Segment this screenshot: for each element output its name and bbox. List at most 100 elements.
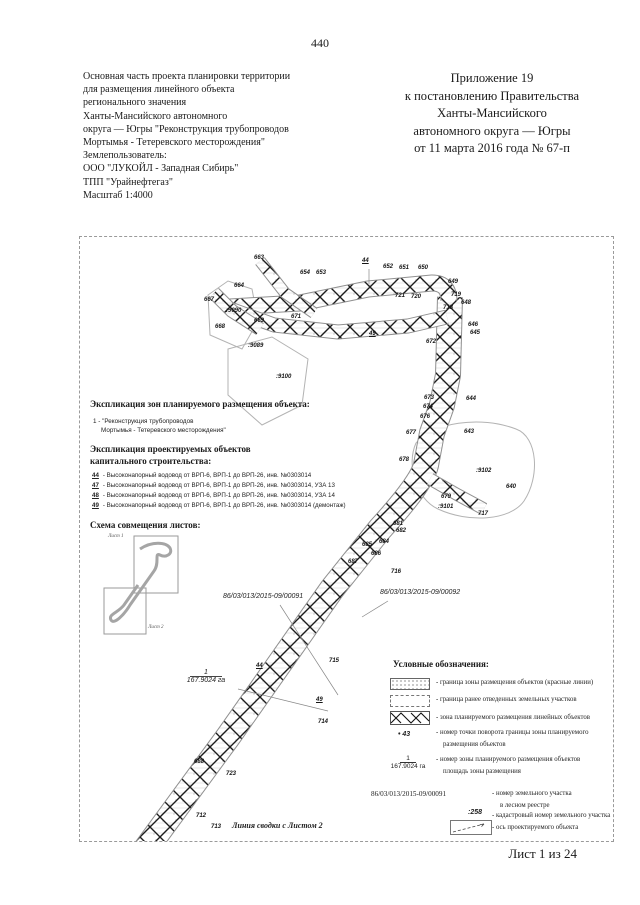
legend-item-text: - зона планируемого размещения линейных … <box>436 714 590 721</box>
text-line: Ханты-Мансийского <box>437 106 547 120</box>
text-line: автономного округа — Югры <box>413 123 571 138</box>
sheet-scheme-inset <box>103 535 179 635</box>
map-point-label: :9089 <box>248 343 264 349</box>
map-point-label: 653 <box>316 270 327 276</box>
legend-item-text: в лесном реестре <box>500 802 550 809</box>
legend-item-text: - ось проектируемого объекта <box>492 824 579 831</box>
zone-area: 167.9024 га <box>186 677 226 684</box>
map-point-label: 646 <box>468 322 479 328</box>
map-point-label: 668 <box>215 324 226 330</box>
map-point-label: 679 <box>441 494 452 500</box>
map-point-label: 667 <box>204 297 215 303</box>
legend-item-text: - номер точки поворота границы зоны план… <box>436 729 589 736</box>
parcel-number-callout: 86/03/013/2015-09/00092 <box>380 589 461 596</box>
text-line: от 11 марта 2016 года № 67-п <box>414 141 570 155</box>
map-point-label: 672 <box>426 339 437 345</box>
cadastral-number-symbol: :258 <box>468 809 483 816</box>
parcel-outline <box>227 336 309 426</box>
pipeline-map-drawing <box>103 257 535 841</box>
legend-item-text: - кадастровый номер земельного участка <box>492 812 611 819</box>
turn-point-symbol: • 43 <box>398 731 411 738</box>
object-number: 47 <box>92 482 99 489</box>
text-line: Основная часть проекта планировки террит… <box>83 71 291 82</box>
page-number: 440 <box>311 36 329 50</box>
map-point-label: 677 <box>406 430 417 436</box>
map-point-label: 686 <box>371 551 382 557</box>
zones-explication-item: Мортымья - Тетеревского месторождения" <box>101 427 226 434</box>
map-point-label: 684 <box>379 539 390 545</box>
object-item: 49- Высоконапорный водовод от ВРП-6, ВРП… <box>92 502 346 509</box>
leader-lines <box>237 269 389 712</box>
map-point-label: 719 <box>451 292 462 298</box>
map-point-label: 643 <box>464 429 475 435</box>
sheet2-label: Лист 2 <box>148 625 164 630</box>
object-text: - Высоконапорный водовод от ВРП-6, ВРП-1… <box>102 502 346 509</box>
object-axis-swatch <box>450 820 492 835</box>
map-point-label: 713 <box>211 824 222 830</box>
map-point-label: 49 <box>316 697 323 703</box>
zone-number-area-symbol: 1 167.9024 га <box>380 755 436 770</box>
legend-item-text: - номер земельного участка <box>492 790 572 797</box>
legend-zone-area: 167.9024 га <box>390 763 426 770</box>
text-line: для размещения линейного объекта <box>83 84 235 96</box>
object-item: 44- Высоконапорный водовод от ВРП-6, ВРП… <box>92 472 311 479</box>
map-point-label: 44 <box>362 258 369 264</box>
objects-explication-title: капитального строительства: <box>90 456 212 466</box>
zone-area-callout: 1 167.9024 га <box>176 669 236 684</box>
map-point-label: 663 <box>254 255 265 261</box>
text-line: Мортымья - Тетеревского месторождения" <box>83 137 265 149</box>
map-point-label: :9100 <box>276 374 292 380</box>
project-description-block: Основная часть проекта планировки террит… <box>83 70 363 202</box>
map-point-label: 673 <box>424 395 435 401</box>
map-point-label: 687 <box>348 559 359 565</box>
forest-registry-number: 86/03/013/2015-09/00091 <box>371 790 447 798</box>
object-number: 49 <box>92 502 99 509</box>
map-point-label: 652 <box>383 264 394 270</box>
text-line: Землепользователь: <box>83 150 167 162</box>
map-point-label: 644 <box>466 396 477 402</box>
sheet-join-line-label: Линия сводки с Листом 2 <box>232 821 323 830</box>
map-point-label: 721 <box>395 293 406 299</box>
object-text: - Высоконапорный водовод от ВРП-6, ВРП-1… <box>102 472 312 479</box>
sheet-scheme-title: Схема совмещения листов: <box>90 520 201 530</box>
legend-item-text: - номер зоны планируемого размещения объ… <box>436 756 581 763</box>
map-point-label: 681 <box>393 521 404 527</box>
legend-item-text: площадь зоны размещения <box>443 768 521 775</box>
map-point-label: 671 <box>291 314 302 320</box>
text-line: округа — Югры "Реконструкция трубопровод… <box>83 123 289 135</box>
map-point-label: 717 <box>478 511 489 517</box>
objects-explication-title: Экспликация проектируемых объектов <box>90 444 251 454</box>
map-point-label: 649 <box>448 279 459 285</box>
map-point-label: 49 <box>369 331 376 337</box>
zones-explication-title: Экспликация зон планируемого размещения … <box>90 399 310 409</box>
legend-item-text: - граница ранее отведенных земельных уча… <box>436 696 577 703</box>
sheet-number-footer: Лист 1 из 24 <box>508 846 577 861</box>
allotted-parcels-boundary-swatch <box>390 695 430 707</box>
map-point-label: 674 <box>423 404 434 410</box>
text-line: регионального значения <box>83 97 187 109</box>
map-point-label: 718 <box>443 305 454 311</box>
map-point-label: 712 <box>196 813 207 819</box>
map-point-label: 650 <box>418 265 429 271</box>
text-line: Приложение 19 <box>450 71 534 85</box>
text-line: Ханты-Мансийского автономного <box>83 110 228 122</box>
map-point-label: 648 <box>461 300 472 306</box>
map-point-label: :9090 <box>226 308 242 314</box>
map-point-label: 715 <box>329 658 340 664</box>
object-text: - Высоконапорный водовод от ВРП-6, ВРП-1… <box>102 492 335 499</box>
sheet1-label: Лист 1 <box>108 534 124 539</box>
legend-title: Условные обозначения: <box>393 659 489 669</box>
text-line: к постановлению Правительства <box>404 88 580 103</box>
map-point-label: 720 <box>411 294 422 300</box>
map-point-label: 714 <box>318 719 329 725</box>
map-point-label: 682 <box>396 528 407 534</box>
object-number: 48 <box>92 492 99 499</box>
object-number: 44 <box>92 472 99 479</box>
text-line: Масштаб 1:4000 <box>83 189 153 201</box>
zones-explication-item: 1 - "Реконструкция трубопроводов <box>93 418 194 425</box>
map-point-label: 664 <box>234 283 245 289</box>
legend-item-text: - граница зоны размещения объектов (крас… <box>436 679 594 686</box>
text-line: ООО "ЛУКОЙЛ - Западная Сибирь" <box>83 163 239 175</box>
legend-zone-number: 1 <box>400 755 416 763</box>
